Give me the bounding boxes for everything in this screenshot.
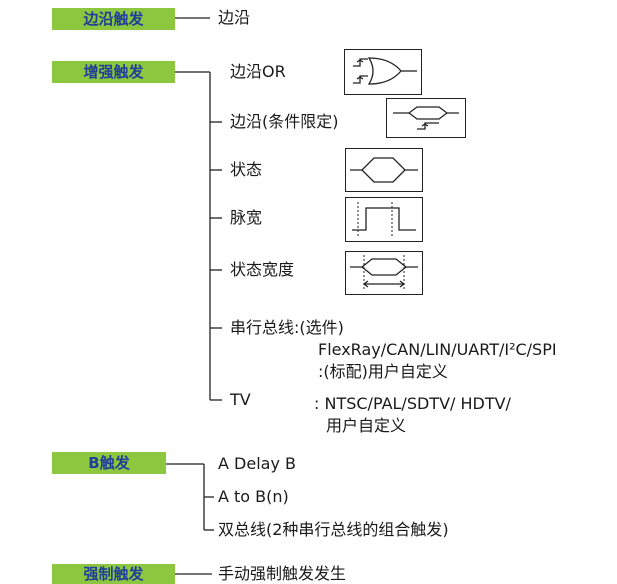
b-trigger-label: B触发 bbox=[52, 452, 166, 474]
state-width-icon bbox=[345, 251, 423, 295]
edge-qualified-item: 边沿(条件限定) bbox=[230, 112, 339, 131]
tv-user-defined: 用户自定义 bbox=[326, 416, 407, 435]
state-item: 状态 bbox=[230, 160, 263, 179]
pulse-width-item: 脉宽 bbox=[230, 208, 263, 227]
tv-standards: : NTSC/PAL/SDTV/ HDTV/ bbox=[314, 394, 511, 413]
edge-trigger-label: 边沿触发 bbox=[52, 8, 175, 30]
serial-bus-standard: :(标配)用户自定义 bbox=[318, 362, 448, 381]
qualified-edge-icon bbox=[386, 98, 466, 138]
state-width-item: 状态宽度 bbox=[230, 260, 295, 279]
a-delay-b-item: A Delay B bbox=[218, 454, 296, 473]
tv-item: TV bbox=[230, 390, 251, 409]
serial-bus-item: 串行总线:(选件) bbox=[230, 318, 344, 337]
manual-force-item: 手动强制触发发生 bbox=[218, 564, 347, 583]
a-to-bn-item: A to B(n) bbox=[218, 487, 289, 506]
edge-or-item: 边沿OR bbox=[230, 62, 286, 81]
enhanced-trigger-label: 增强触发 bbox=[52, 61, 175, 83]
or-gate-icon bbox=[344, 49, 422, 95]
dual-bus-item: 双总线(2种串行总线的组合触发) bbox=[218, 520, 449, 539]
force-trigger-label: 强制触发 bbox=[52, 564, 175, 584]
pulse-width-icon bbox=[345, 197, 423, 242]
edge-item: 边沿 bbox=[218, 8, 251, 27]
serial-bus-options: FlexRay/CAN/LIN/UART/I²C/SPI bbox=[318, 340, 557, 359]
state-icon bbox=[345, 148, 423, 192]
